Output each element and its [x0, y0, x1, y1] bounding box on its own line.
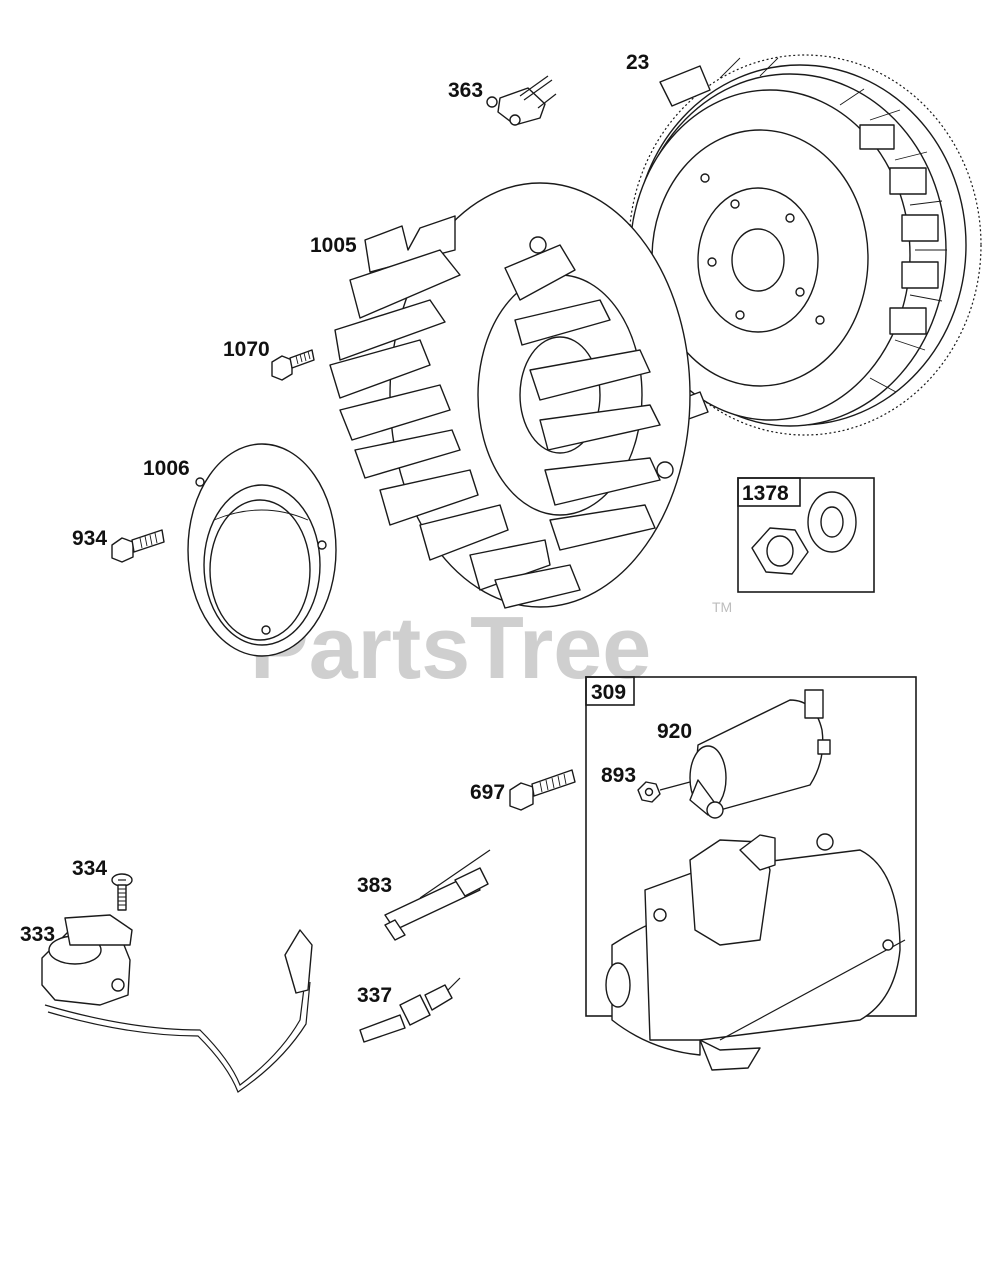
part-934-bolt[interactable]: 934 [72, 527, 165, 563]
callout-333: 333 [20, 923, 55, 946]
callout-1378: 1378 [742, 482, 789, 505]
watermark-trademark: TM [712, 599, 732, 615]
part-1378-kit[interactable]: 1378 [737, 477, 875, 593]
part-333-ignition-coil[interactable]: 333 [20, 914, 313, 1093]
callout-697: 697 [470, 781, 505, 804]
callout-383: 383 [357, 874, 392, 897]
part-23-flywheel[interactable]: 23 [626, 51, 982, 436]
part-337-spark-plug[interactable]: 337 [357, 977, 461, 1043]
part-920-solenoid[interactable]: 920 [657, 689, 831, 819]
part-1070-bolt[interactable]: 1070 [223, 338, 315, 381]
callout-920: 920 [657, 720, 692, 743]
callout-1006: 1006 [143, 457, 190, 480]
starter-motor-body[interactable] [605, 833, 906, 1071]
callout-1070: 1070 [223, 338, 270, 361]
callout-1005: 1005 [310, 234, 357, 257]
part-334-screw[interactable]: 334 [72, 857, 133, 911]
part-697-bolt[interactable]: 697 [470, 769, 576, 811]
callout-309: 309 [591, 681, 626, 704]
callout-934: 934 [72, 527, 107, 550]
part-383-spark-plug-wrench[interactable]: 383 [357, 849, 491, 941]
callout-334: 334 [72, 857, 107, 880]
callout-337: 337 [357, 984, 392, 1007]
callout-23: 23 [626, 51, 649, 74]
callout-363: 363 [448, 79, 483, 102]
part-893-nut[interactable]: 893 [601, 764, 691, 803]
part-1005-fan[interactable]: 1005 [310, 182, 691, 609]
callout-893: 893 [601, 764, 636, 787]
part-1006-screen[interactable]: 1006 [143, 443, 337, 657]
part-363-bracket[interactable]: 363 [448, 75, 557, 126]
